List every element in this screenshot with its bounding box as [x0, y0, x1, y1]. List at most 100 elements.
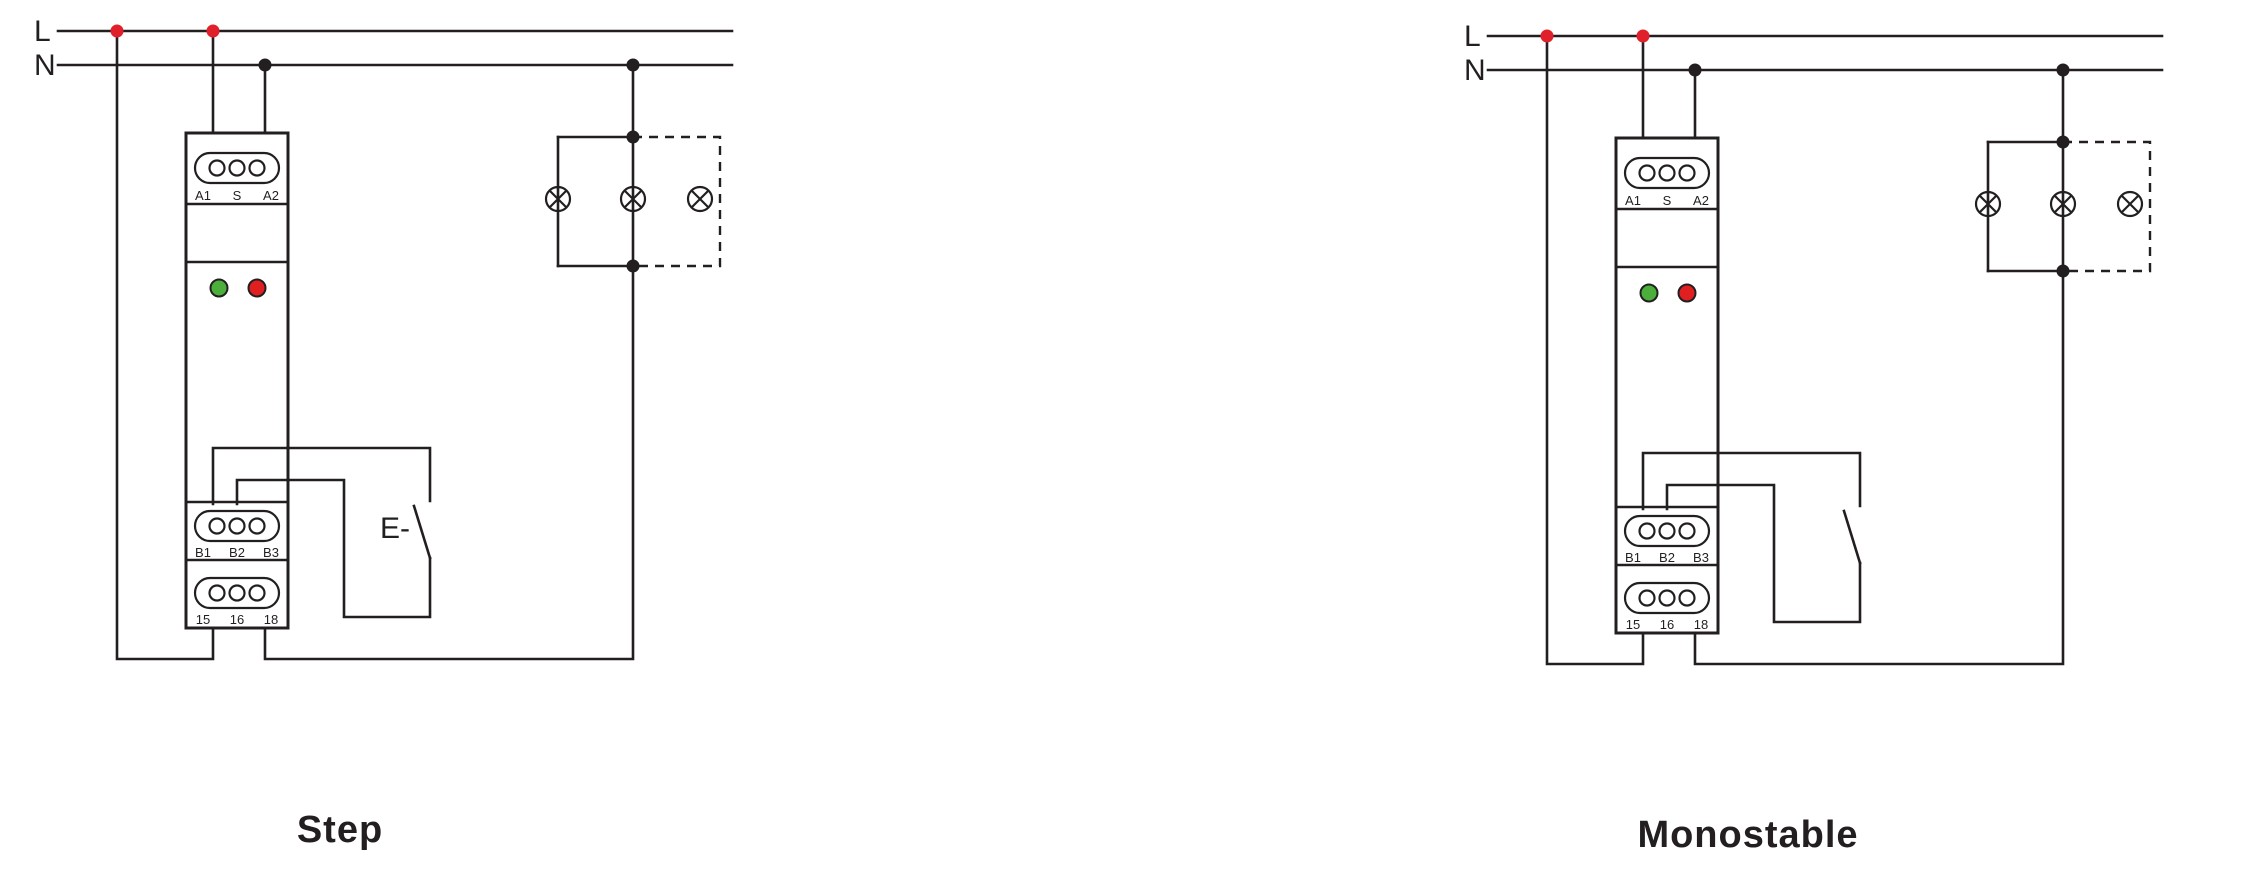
terminal-block-outline: [193, 576, 281, 610]
line-label-neutral: N: [34, 49, 56, 82]
terminal-label: 16: [1660, 617, 1674, 632]
lamp-cross-icon: [686, 185, 714, 213]
junction-dot-live: [206, 24, 220, 38]
indicator-led-icon: [1677, 283, 1697, 303]
terminal-label: B2: [229, 545, 245, 560]
terminal-label: 15: [1626, 617, 1640, 632]
terminal-block-outline: [1623, 514, 1711, 548]
terminal-label: 18: [1694, 617, 1708, 632]
junction-dot-live: [110, 24, 124, 38]
wire-b2-to-switch: [1665, 483, 1862, 624]
terminal-screw-icon: [248, 517, 266, 535]
lamp-optional-branch: [2063, 140, 2152, 273]
lamp-cross-icon: [544, 185, 572, 213]
terminal-screw-icon: [248, 584, 266, 602]
terminal-block-outline: [1623, 581, 1711, 615]
terminal-label: A1: [1625, 193, 1641, 208]
terminal-label: 18: [264, 612, 278, 627]
terminal-screw-icon: [208, 159, 226, 177]
terminal-screw-icon: [1638, 522, 1656, 540]
terminal-block-outline: [193, 151, 281, 185]
junction-dot-neutral: [258, 58, 272, 72]
terminal-screw-icon: [1638, 164, 1656, 182]
lamp-circle: [544, 185, 572, 213]
terminal-screw-icon: [1658, 589, 1676, 607]
terminal-screw-icon: [1658, 164, 1676, 182]
junction-dot: [626, 130, 640, 144]
terminal-block-outline: [193, 509, 281, 543]
junction-dot-live: [1540, 29, 1554, 43]
line-label-live: L: [1464, 20, 1481, 53]
terminal-label: A1: [195, 188, 211, 203]
indicator-led-icon: [247, 278, 267, 298]
diagram-caption: Step: [297, 809, 383, 851]
wire-b1-to-switch: [211, 446, 432, 506]
pushbutton-switch-icon: [412, 504, 432, 560]
terminal-label: 16: [230, 612, 244, 627]
lamp-circle: [619, 185, 647, 213]
terminal-screw-icon: [1638, 589, 1656, 607]
pushbutton-switch-icon: [1842, 509, 1862, 565]
relay-housing: [1614, 136, 1720, 635]
lamp-cross-icon: [1974, 190, 2002, 218]
terminal-block-top: A1 S A2: [193, 151, 281, 203]
terminal-label: A2: [1693, 193, 1709, 208]
terminal-label: B3: [263, 545, 279, 560]
terminal-label: A2: [263, 188, 279, 203]
wire-live-to-15: [1545, 34, 1645, 666]
lamp-cross-stroke: [2120, 194, 2140, 214]
wire-18-to-lamps: [263, 63, 635, 661]
indicator-led-icon: [209, 278, 229, 298]
junction-dot: [626, 259, 640, 273]
terminal-screw-icon: [1678, 522, 1696, 540]
diagram-caption: Monostable: [1637, 814, 1858, 856]
wire-live-to-15: [115, 29, 215, 661]
lamp-circle: [2049, 190, 2077, 218]
wire-b2-to-switch: [235, 478, 432, 619]
lamp-circle: [1974, 190, 2002, 218]
terminal-label: 15: [196, 612, 210, 627]
indicator-led-icon: [1639, 283, 1659, 303]
terminal-screw-icon: [208, 584, 226, 602]
terminal-screw-icon: [228, 159, 246, 177]
lamp-cross-icon: [2116, 190, 2144, 218]
terminal-screw-icon: [1658, 522, 1676, 540]
junction-dot: [2056, 264, 2070, 278]
terminal-block-bottom: 15 16 18: [1623, 581, 1711, 632]
terminal-screw-icon: [1678, 589, 1696, 607]
terminal-label: B3: [1693, 550, 1709, 565]
lamp-cross-stroke: [690, 189, 710, 209]
lamp-circle: [686, 185, 714, 213]
terminal-screw-icon: [208, 517, 226, 535]
terminal-label: S: [233, 188, 242, 203]
terminal-label: B1: [1625, 550, 1641, 565]
terminal-block-bottom: 15 16 18: [193, 576, 281, 627]
relay-housing: [184, 131, 290, 630]
terminal-screw-icon: [228, 517, 246, 535]
lamp-cross-stroke: [548, 189, 568, 209]
lamp-optional-branch: [633, 135, 722, 268]
terminal-screw-icon: [228, 584, 246, 602]
terminal-label: B1: [195, 545, 211, 560]
lamp-circle: [2116, 190, 2144, 218]
terminal-block-outline: [1623, 156, 1711, 190]
lamp-cross-stroke: [2053, 194, 2073, 214]
junction-dot-neutral: [626, 58, 640, 72]
terminal-screw-icon: [248, 159, 266, 177]
junction-dot: [2056, 135, 2070, 149]
lamp-cross-icon: [2049, 190, 2077, 218]
switch-label: E-: [380, 512, 410, 545]
wire-b1-to-switch: [1641, 451, 1862, 511]
junction-dot-neutral: [1688, 63, 1702, 77]
line-label-neutral: N: [1464, 54, 1486, 87]
lamp-cross-stroke: [1978, 194, 1998, 214]
junction-dot-live: [1636, 29, 1650, 43]
lamp-cross-icon: [619, 185, 647, 213]
junction-dot-neutral: [2056, 63, 2070, 77]
line-label-live: L: [34, 15, 51, 48]
